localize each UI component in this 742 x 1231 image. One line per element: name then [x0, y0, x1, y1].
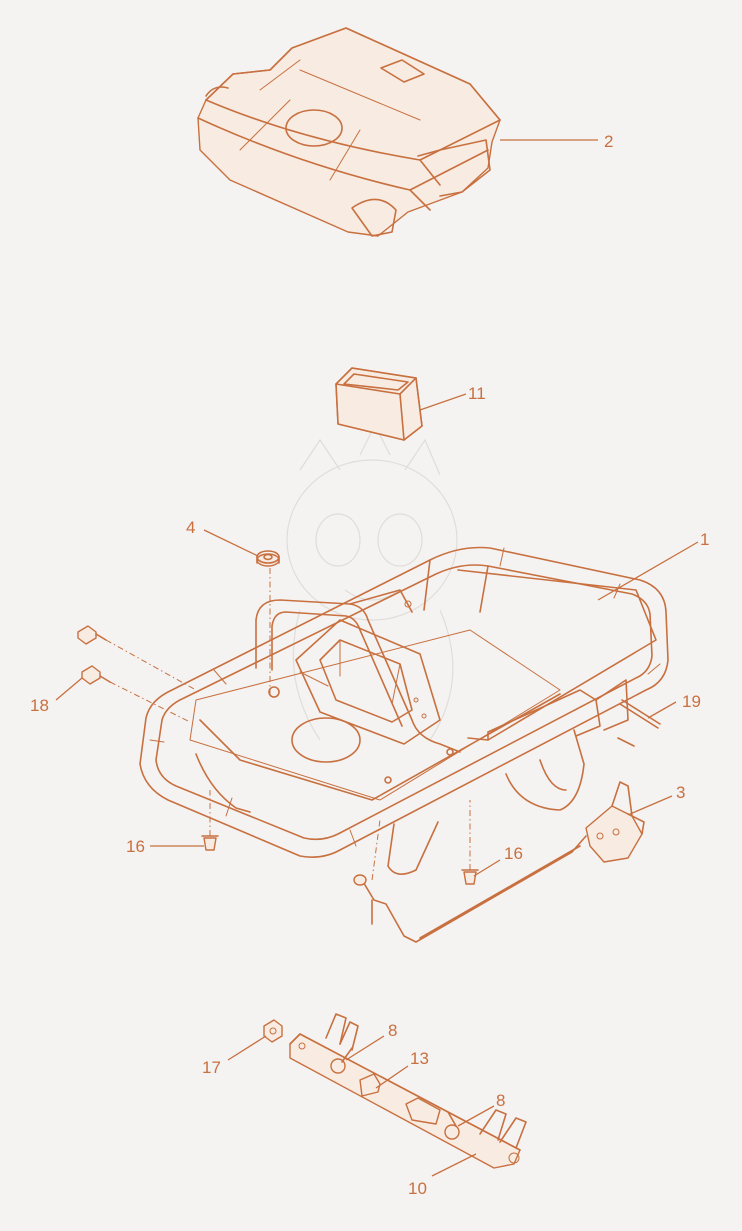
callout-11: 11 — [468, 384, 486, 403]
part-16-screws — [201, 835, 479, 885]
callout-10: 10 — [408, 1179, 427, 1198]
callout-labels: 2 11 4 1 18 19 3 16 16 8 13 17 8 10 — [30, 132, 709, 1198]
part-13-pins — [359, 1073, 441, 1125]
callout-4: 4 — [186, 518, 195, 537]
parts-group — [77, 27, 669, 1169]
callout-16b: 16 — [504, 844, 523, 863]
callout-2: 2 — [604, 132, 613, 151]
callout-19: 19 — [682, 692, 701, 711]
part-4-grommet — [256, 550, 280, 567]
leader-lines — [55, 139, 699, 1177]
callout-16a: 16 — [126, 837, 145, 856]
callout-17: 17 — [202, 1058, 221, 1077]
callout-18: 18 — [30, 696, 49, 715]
callout-3: 3 — [676, 783, 685, 802]
assembly-guide-lines — [105, 568, 471, 881]
callout-8a: 8 — [388, 1021, 397, 1040]
part-2-cover — [197, 27, 501, 237]
callout-13: 13 — [410, 1049, 429, 1068]
part-11-sleeve — [335, 367, 423, 441]
part-18-bolts — [77, 625, 111, 685]
callout-1: 1 — [700, 530, 709, 549]
part-19-pin — [617, 699, 661, 747]
part-17-nut — [263, 1019, 283, 1043]
callout-8b: 8 — [496, 1091, 505, 1110]
part-3-throttle — [353, 781, 645, 943]
part-10-bracket — [289, 1013, 527, 1169]
part-8-springs — [330, 1047, 460, 1140]
watermark-character — [286, 423, 458, 741]
part-1-frame — [139, 546, 669, 875]
